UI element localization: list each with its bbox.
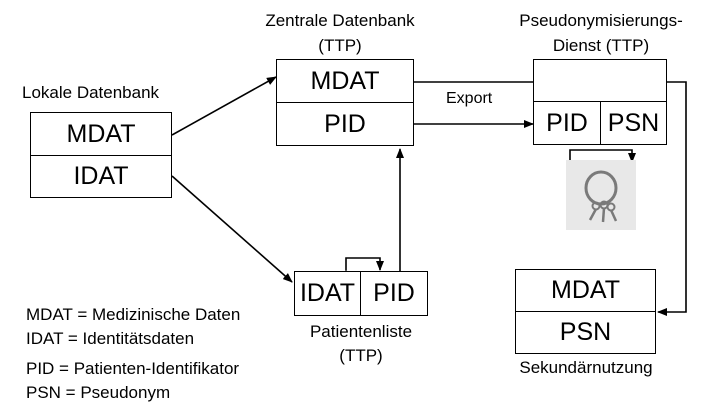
legend-psn: PSN = Pseudonym xyxy=(26,383,171,402)
patient-list-pid: PID xyxy=(360,271,428,316)
pseudonym-service-psn: PSN xyxy=(600,101,667,145)
secondary-use-mdat: MDAT xyxy=(515,269,656,312)
arrow-local-to-central xyxy=(171,76,277,136)
legend-pid: PID = Patienten-Identifikator xyxy=(26,359,240,378)
legend-idat: IDAT = Identitätsdaten xyxy=(26,329,195,348)
patient-list-title-line1: Patientenliste xyxy=(309,322,413,341)
key-bracket xyxy=(566,149,636,171)
legend-mdat: MDAT = Medizinische Daten xyxy=(26,305,241,324)
pseudonym-service-title-line2: Dienst (TTP) xyxy=(552,36,650,55)
local-db-idat: IDAT xyxy=(30,155,172,198)
local-db-mdat: MDAT xyxy=(30,112,172,156)
central-db-pid: PID xyxy=(276,102,414,146)
pseudonym-service-title-line1: Pseudonymisierungs- xyxy=(519,11,683,30)
secondary-use-psn: PSN xyxy=(515,311,656,354)
pseudonym-service-top-cell xyxy=(533,59,667,102)
central-db-title-line1: Zentrale Datenbank xyxy=(265,11,415,30)
patient-list-idat: IDAT xyxy=(294,271,361,316)
arrow-patientlist-internal xyxy=(342,257,384,279)
local-db-title: Lokale Datenbank xyxy=(22,83,160,102)
pseudonym-service-pid: PID xyxy=(533,101,601,145)
central-db-title-line2: (TTP) xyxy=(318,36,362,55)
export-label: Export xyxy=(446,90,493,107)
patient-list-title-line2: (TTP) xyxy=(339,346,383,365)
arrow-local-to-patientlist xyxy=(171,175,293,283)
central-db-mdat: MDAT xyxy=(276,59,414,103)
secondary-use-title: Sekundärnutzung xyxy=(519,358,653,377)
key-ring-icon xyxy=(566,160,636,230)
